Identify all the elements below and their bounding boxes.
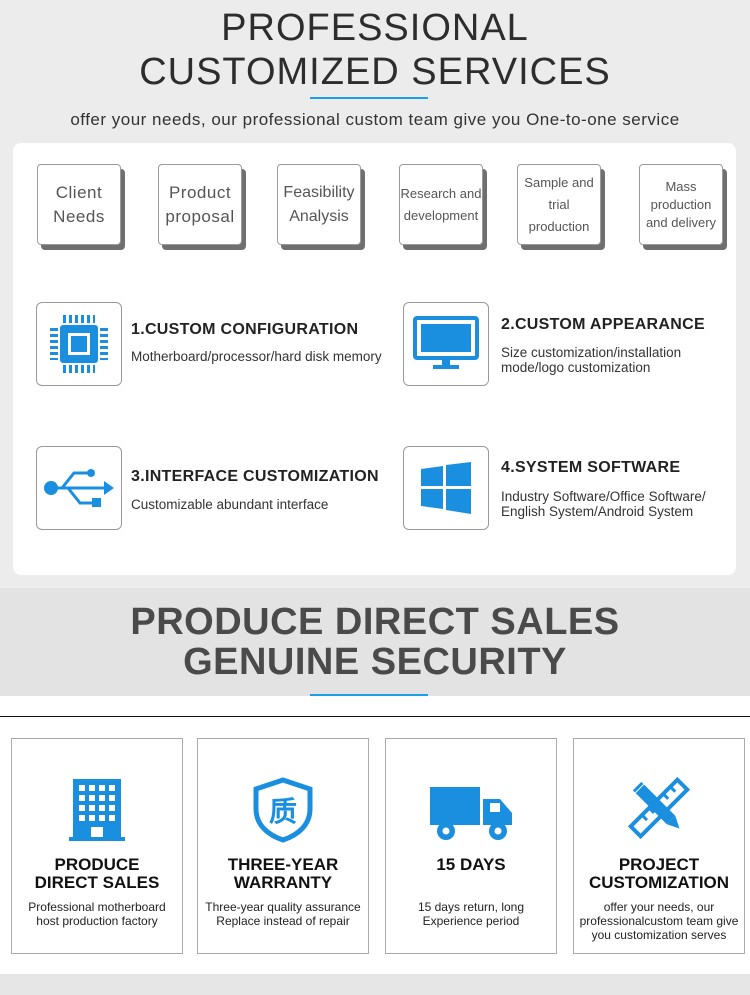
feature-interface-box xyxy=(36,446,122,530)
title-line-2: CUSTOMIZED SERVICES xyxy=(139,51,611,93)
card-return-period-title: 15 DAYS xyxy=(436,855,506,874)
building-icon xyxy=(69,779,125,841)
cpu-chip-icon xyxy=(50,315,108,373)
direct-sales-banner: PRODUCE DIRECT SALES GENUINE SECURITY xyxy=(0,588,750,696)
section-title: PRODUCE DIRECT SALES GENUINE SECURITY xyxy=(130,601,620,683)
delivery-truck-icon xyxy=(430,787,512,840)
footer-strip xyxy=(0,974,750,995)
divider xyxy=(0,716,750,717)
feature-appearance-title: 2.CUSTOM APPEARANCE xyxy=(501,316,705,333)
quality-shield-icon: 质 xyxy=(253,777,313,843)
feature-software-desc: Industry Software/Office Software/Englis… xyxy=(501,489,706,519)
feature-appearance-box xyxy=(403,302,489,386)
feature-config-desc: Motherboard/processor/hard disk memory xyxy=(131,349,382,364)
feature-software-box xyxy=(403,446,489,530)
feature-config-title: 1.CUSTOM CONFIGURATION xyxy=(131,321,359,338)
feature-config-box xyxy=(36,302,122,386)
title-line-1: PROFESSIONAL xyxy=(221,7,529,49)
usb-icon xyxy=(44,469,114,507)
svg-text:质: 质 xyxy=(269,795,297,828)
section-underline xyxy=(310,694,428,696)
monitor-icon xyxy=(413,316,479,369)
page-title: PROFESSIONAL CUSTOMIZED SERVICES xyxy=(0,6,750,94)
pencil-ruler-icon xyxy=(628,777,690,839)
feature-interface-desc: Customizable abundant interface xyxy=(131,497,329,512)
title-underline xyxy=(310,97,428,99)
feature-interface-title: 3.INTERFACE CUSTOMIZATION xyxy=(131,468,379,485)
page-subtitle: offer your needs, our professional custo… xyxy=(70,110,680,129)
feature-software-title: 4.SYSTEM SOFTWARE xyxy=(501,459,681,476)
windows-logo-icon xyxy=(421,462,471,514)
services-section: PROFESSIONAL CUSTOMIZED SERVICES offer y… xyxy=(0,6,750,575)
